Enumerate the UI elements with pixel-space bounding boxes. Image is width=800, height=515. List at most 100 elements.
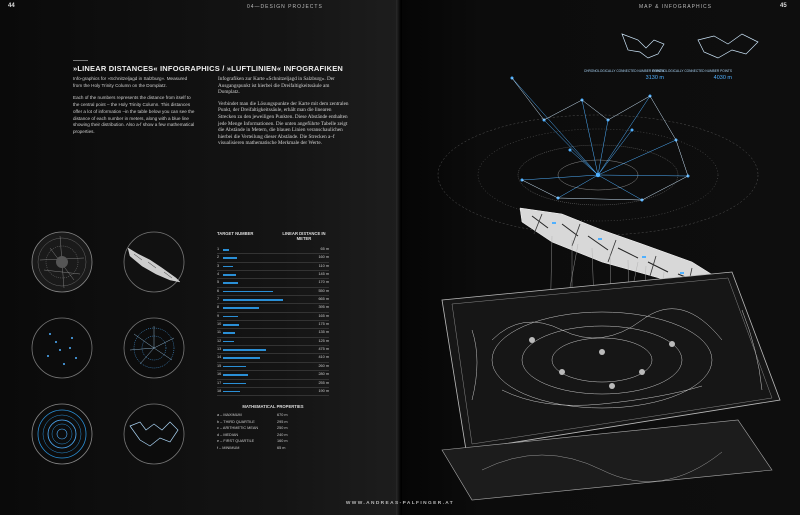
target-number: 5 [217, 280, 220, 285]
target-number: 1 [217, 247, 220, 251]
target-number: 13 [217, 347, 222, 352]
infographic-illustration: CHRONOLOGICALLY CONNECTED NUMBER POINTS … [437, 33, 781, 501]
table-row: 13 475 m [217, 346, 329, 355]
table-header: TARGET NUMBER LINEAR DISTANCE IN METER [217, 231, 329, 246]
distance-bar [223, 299, 283, 301]
table-row: 10 175 m [217, 321, 329, 330]
distance-value: 110 m [318, 263, 329, 268]
right-page-number: 45 [780, 3, 787, 9]
footer-url: WWW.ANDREAS-PALFINGER.AT [345, 501, 455, 506]
target-number: 9 [217, 313, 220, 318]
title-rule [73, 60, 88, 61]
distance-bar [223, 290, 273, 293]
route-shape-left [621, 33, 665, 59]
table-row: 14 410 m [217, 354, 329, 363]
property-value: 670 m [277, 413, 288, 417]
target-number: 16 [217, 372, 222, 377]
column-header-target: TARGET NUMBER [217, 231, 254, 236]
spread-gutter [396, 0, 406, 515]
target-number: 18 [217, 388, 222, 393]
thumbnail-point-scatter [31, 317, 93, 379]
property-label: e – FIRST QUARTILE [217, 439, 255, 443]
target-number: 10 [217, 322, 222, 327]
distance-value: 665 m [318, 297, 329, 302]
table-row: 12 125 m [217, 338, 329, 347]
article-title: »LINEAR DISTANCES« INFOGRAPHICS / »LUFTL… [73, 64, 344, 73]
table-row: 2 160 m [217, 254, 329, 263]
distance-value: 145 m [318, 272, 329, 277]
german-paragraph-1: Infografiken zur Karte »Schnitzeljagd in… [218, 76, 335, 96]
distance-value: 410 m [318, 355, 329, 360]
distance-bar [223, 315, 238, 318]
thumbnail-route-outline [123, 403, 185, 465]
property-label: a – MAXIMUM [217, 413, 242, 417]
distance-bar [223, 340, 234, 343]
german-column: Infografiken zur Karte »Schnitzeljagd in… [218, 76, 350, 152]
english-paragraph-2: Each of the numbers represents the dista… [73, 95, 195, 134]
target-number: 17 [217, 380, 222, 385]
column-header-distance: LINEAR DISTANCE IN METER [282, 231, 326, 241]
distance-value: 65 m [320, 247, 329, 251]
target-number: 2 [217, 255, 220, 260]
map-label-1: CHRONOLOGICALLY CONNECTED NUMBER POINTS … [584, 69, 665, 81]
target-number: 12 [217, 338, 222, 343]
distance-value: 170 m [318, 280, 329, 285]
distance-value: 280 m [318, 372, 329, 377]
route-shape-right [697, 33, 759, 59]
left-page-number: 44 [8, 3, 15, 9]
target-number: 14 [217, 355, 222, 360]
properties-heading: MATHEMATICAL PROPERTIES [242, 404, 304, 409]
distance-value: 175 m [318, 322, 329, 327]
target-number: 8 [217, 305, 220, 310]
thumbnail-radial-lines [123, 317, 185, 379]
property-value: 295 m [277, 419, 288, 424]
target-number: 3 [217, 263, 220, 268]
mathematical-properties: MATHEMATICAL PROPERTIES a – MAXIMUM 670 m… [217, 404, 329, 452]
map-label-2-caption: CHRONOLOGICALLY CONNECTED NUMBER POINTS [652, 69, 732, 73]
property-row: e – FIRST QUARTILE 160 m [217, 439, 329, 446]
table-row: 16 280 m [217, 371, 329, 380]
radial-network [437, 76, 759, 236]
target-number: 4 [217, 272, 220, 277]
distance-value: 125 m [318, 338, 329, 343]
distance-value: 475 m [318, 347, 329, 352]
table-row: 5 170 m [217, 279, 329, 288]
distance-bar [223, 307, 259, 309]
distance-value: 160 m [318, 255, 329, 260]
property-label: f – MINIMUM [217, 445, 240, 450]
property-value: 160 m [277, 439, 288, 443]
target-number: 15 [217, 363, 222, 368]
thumbnail-grid [31, 231, 185, 465]
table-row: 9 165 m [217, 313, 329, 322]
distance-bar [223, 257, 237, 259]
distance-bar [223, 249, 229, 251]
distance-bar [223, 332, 235, 334]
page-footer: WWW.ANDREAS-PALFINGER.AT [0, 501, 800, 506]
property-label: b – THIRD QUARTILE [217, 419, 255, 424]
property-value: 240 m [277, 432, 288, 437]
distance-bar [223, 265, 233, 268]
distance-bar [223, 365, 246, 368]
map-label-1-value: 3130 m [646, 75, 665, 81]
property-row: a – MAXIMUM 670 m [217, 413, 329, 420]
distance-bar [223, 390, 240, 393]
distance-bar [223, 357, 260, 359]
distance-value: 165 m [318, 313, 329, 318]
distance-bar [223, 374, 248, 376]
ornamental-base-map [441, 271, 781, 501]
thumbnail-city-shape [123, 231, 185, 293]
target-number: 6 [217, 288, 220, 293]
table-row: 3 110 m [217, 263, 329, 272]
